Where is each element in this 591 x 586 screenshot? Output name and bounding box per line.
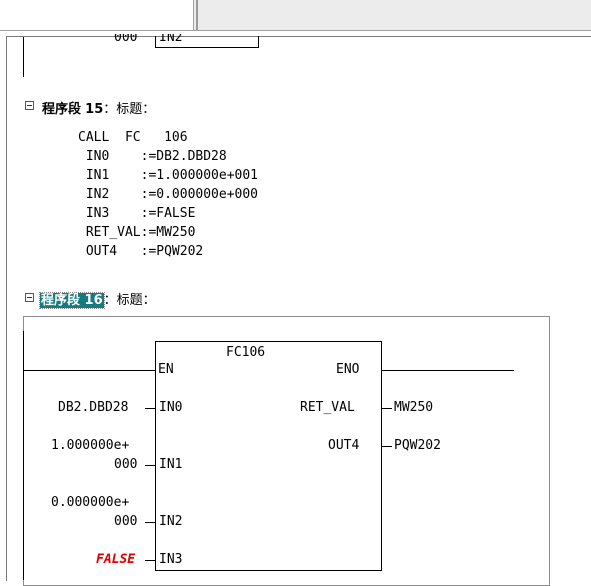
in2-wire	[145, 522, 155, 523]
block-name: FC106	[226, 345, 266, 360]
out4-wire	[382, 446, 392, 447]
stl-code-block[interactable]: CALL FC 106 IN0 :=DB2.DBD28 IN1 :=1.0000…	[78, 128, 258, 261]
in0-pin: IN0	[159, 400, 183, 415]
en-pin: EN	[158, 362, 174, 377]
ret-val-wire	[382, 408, 392, 409]
previous-pin-name: IN2	[159, 30, 183, 45]
stl-line: IN0 :=DB2.DBD28	[78, 149, 227, 164]
network16-collapse-icon[interactable]	[25, 293, 34, 302]
en-rung-wire	[23, 370, 155, 371]
power-rail	[23, 37, 24, 77]
network15-number: 15	[85, 102, 104, 117]
network15-title: ：标题：	[103, 102, 156, 117]
in2-pin: IN2	[159, 514, 183, 529]
in3-value[interactable]: FALSE	[96, 552, 136, 567]
previous-param-value: 000	[114, 30, 138, 45]
in1-value-line2[interactable]: 000	[114, 457, 138, 472]
in2-value-line2[interactable]: 000	[114, 514, 138, 529]
stl-line: IN1 :=1.000000e+001	[78, 168, 259, 183]
in3-pin: IN3	[159, 552, 183, 567]
editor-pane	[6, 36, 591, 581]
in0-wire	[145, 408, 155, 409]
stl-line: IN2 :=0.000000e+000	[78, 187, 259, 202]
ret-val-value[interactable]: MW250	[394, 400, 434, 415]
editor-tab[interactable]	[0, 0, 194, 30]
network16-title: ：标题：	[103, 293, 156, 308]
in1-wire	[145, 465, 155, 466]
network15-header[interactable]: 程序段 15：标题：	[42, 98, 155, 117]
in1-pin: IN1	[159, 457, 183, 472]
network16-header[interactable]: 程序段 16：标题：	[39, 289, 156, 309]
eno-pin: ENO	[336, 362, 360, 377]
splitter-handle[interactable]	[196, 0, 198, 30]
fc106-function-block[interactable]	[155, 341, 382, 571]
left-power-rail	[23, 331, 24, 580]
stl-line: RET_VAL:=MW250	[78, 225, 196, 240]
network16-label: 程序段	[41, 293, 81, 308]
editor-toolbar-area	[0, 0, 591, 31]
out4-value[interactable]: PQW202	[394, 438, 441, 453]
stl-line: IN3 :=FALSE	[78, 206, 196, 221]
in2-value-line1[interactable]: 0.000000e+	[51, 495, 130, 510]
ret-val-pin: RET_VAL	[300, 400, 355, 415]
stl-line: OUT4 :=PQW202	[78, 244, 204, 259]
in3-wire	[145, 560, 155, 561]
in0-value[interactable]: DB2.DBD28	[58, 400, 129, 415]
network16-label-selected: 程序段 16	[39, 292, 105, 309]
in1-value-line1[interactable]: 1.000000e+	[51, 438, 130, 453]
previous-box-fragment	[155, 36, 259, 48]
network15-label: 程序段	[42, 102, 82, 117]
stl-line: CALL FC 106	[78, 130, 188, 145]
eno-rung-wire	[382, 370, 514, 371]
network15-collapse-icon[interactable]	[25, 101, 34, 110]
network16-number: 16	[84, 293, 103, 308]
out4-pin: OUT4	[328, 438, 360, 453]
